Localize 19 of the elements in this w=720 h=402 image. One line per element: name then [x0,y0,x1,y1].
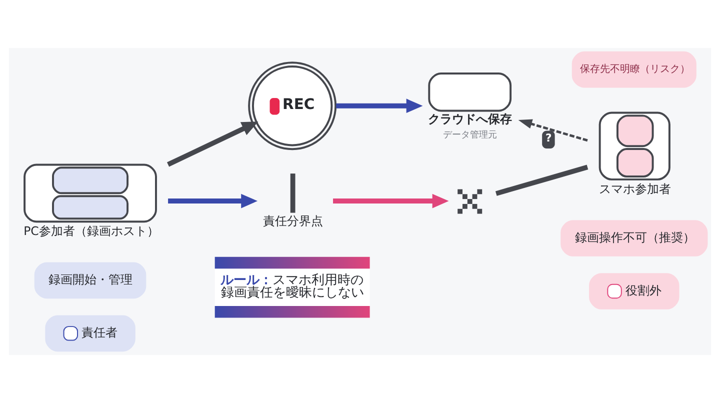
arrow [333,193,449,208]
node-circle: REC [248,61,337,150]
node-box: 責任者 [45,314,136,352]
node-box: 録画操作不可（推奨） [560,220,708,256]
node-label: クラウドへ保存 [428,112,512,126]
node-box: 役割外 [589,272,680,309]
node-label: スマホ参加者 [598,181,671,196]
connector [495,164,588,196]
node-label: PC参加者（録画ホスト） [24,223,159,238]
edge-label: ? [546,130,552,144]
node-box: 保存先不明瞭（リスク） [572,50,696,88]
node-label: 責任分界点 [262,214,323,228]
arrow [168,193,258,208]
arrow [166,121,258,166]
arrow [336,98,423,113]
arrow [518,118,588,142]
node-label: データ管理元 [442,130,497,140]
node-box [290,173,296,212]
node-box: 録画開始・管理 [34,262,146,298]
